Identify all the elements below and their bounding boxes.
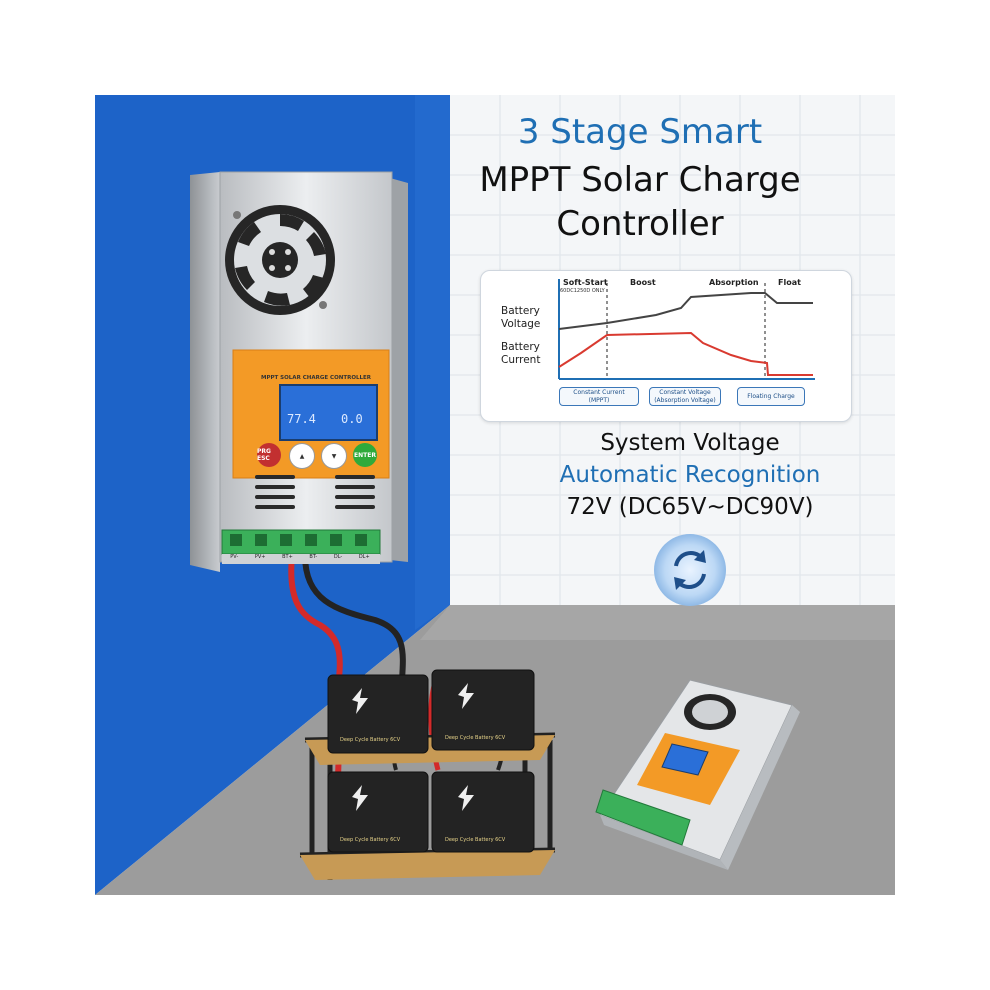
terminal-label: BT+	[282, 554, 293, 560]
battery-label: Deep Cycle Battery 6CV	[445, 735, 506, 741]
mode-constant-voltage: Constant Voltage(Absorption Voltage)	[649, 387, 721, 406]
soft-start-note: 60DC1250D ONLY	[560, 288, 605, 294]
lcd-display: 77.4 0.0	[279, 384, 378, 441]
system-voltage-line-2: Automatic Recognition	[559, 462, 821, 488]
voltage-label-2: Voltage	[501, 318, 541, 330]
product-scene: MPPT SOLAR CHARGE CONTROLLER 77.4 0.0 PR…	[95, 95, 895, 895]
lcd-value-right: 0.0	[341, 412, 363, 426]
enter-button[interactable]: ENTER	[353, 443, 377, 467]
terminal-labels: PV- PV+ BT+ BT- DL- DL+	[222, 554, 378, 560]
current-label-2: Current	[501, 354, 541, 366]
terminal-label: PV-	[230, 554, 239, 560]
battery-voltage-curve	[558, 292, 813, 330]
mode-constant-current: Constant Current(MPPT)	[559, 387, 639, 406]
system-voltage-line-1: System Voltage	[600, 430, 780, 456]
voltage-label-1: Battery	[501, 305, 540, 317]
battery-label: Deep Cycle Battery 6CV	[340, 737, 401, 743]
down-button[interactable]: ▼	[321, 443, 347, 469]
stage-label: Absorption	[709, 278, 759, 287]
current-label-1: Battery	[501, 341, 540, 353]
charge-curves	[558, 279, 815, 380]
stage-label: Float	[778, 278, 801, 287]
stage-label: Soft-Start	[563, 278, 608, 287]
floor-controller	[595, 679, 800, 870]
terminal-label: PV+	[254, 554, 266, 560]
mode-floating-charge: Floating Charge	[737, 387, 805, 406]
headline-line-2: MPPT Solar Charge	[479, 160, 801, 200]
lcd-value-left: 77.4	[287, 412, 316, 426]
battery-current-curve	[558, 331, 813, 376]
headline-line-1: 3 Stage Smart	[517, 112, 763, 152]
stage-label: Boost	[630, 278, 656, 287]
panel-title: MPPT SOLAR CHARGE CONTROLLER	[260, 375, 372, 381]
charge-stage-chart: Soft-Start Boost Absorption Float 60DC12…	[480, 270, 852, 422]
terminal-label: DL+	[358, 554, 370, 560]
battery-label: Deep Cycle Battery 6CV	[445, 837, 506, 843]
system-voltage-line-3: 72V (DC65V~DC90V)	[566, 494, 814, 520]
prg-esc-button[interactable]: PRG ESC	[257, 443, 281, 467]
battery-label: Deep Cycle Battery 6CV	[340, 837, 401, 843]
terminal-label: BT-	[309, 554, 318, 560]
battery-rack	[299, 669, 556, 880]
up-button[interactable]: ▲	[289, 443, 315, 469]
refresh-icon	[654, 534, 726, 606]
headline-line-3: Controller	[556, 204, 724, 244]
terminal-label: DL-	[333, 554, 343, 560]
